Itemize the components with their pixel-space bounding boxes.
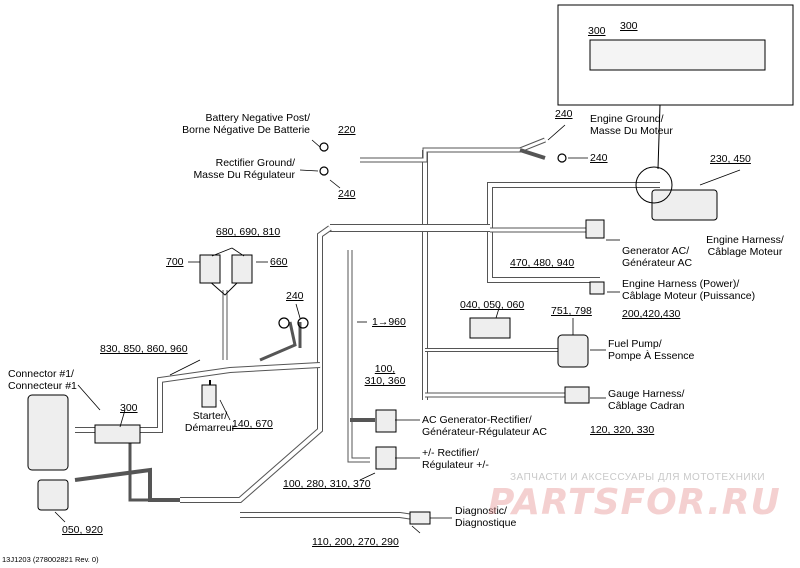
ref-680-690-810: 680, 690, 810 — [216, 226, 281, 238]
document-code: 13J1203 (278002821 Rev. 0) — [2, 555, 99, 564]
ref-240-rectifier: 240 — [338, 188, 356, 200]
ref-230-450: 230, 450 — [710, 153, 751, 165]
label-gauge-harness: Gauge Harness/Câblage Cadran — [608, 388, 685, 412]
ref-140-670: 140, 670 — [232, 418, 273, 430]
ref-040-050-060: 040, 050, 060 — [460, 299, 525, 311]
label-engine-harness: Engine Harness/Câblage Moteur — [706, 234, 784, 258]
label-engine-harness-power: Engine Harness (Power)/Câblage Moteur (P… — [622, 278, 756, 302]
label-battery-negative: Battery Negative Post/Borne Négative De … — [182, 112, 310, 136]
ref-470-480-940: 470, 480, 940 — [510, 257, 575, 269]
label-diagnostic: Diagnostic/Diagnostique — [455, 505, 517, 529]
label-connector-1: Connector #1/Connecteur #1 — [8, 368, 77, 392]
label-generator-ac: Generator AC/Générateur AC — [622, 245, 693, 269]
ref-120-320-330: 120, 320, 330 — [590, 424, 655, 436]
ref-700: 700 — [166, 256, 184, 268]
ref-660: 660 — [270, 256, 288, 268]
ref-100-310-360: 100,310, 360 — [364, 363, 406, 387]
ref-830-850-860-960: 830, 850, 860, 960 — [100, 343, 188, 355]
ref-240-engine-ground-1: 240 — [555, 108, 573, 120]
label-rectifier-ground: Rectifier Ground/Masse Du Régulateur — [193, 157, 295, 181]
watermark-tagline: ЗАПЧАСТИ И АКСЕССУАРЫ ДЛЯ МОТОТЕХНИКИ — [510, 472, 766, 483]
ref-1-960: 1→960 — [372, 316, 406, 328]
ref-240-mid: 240 — [286, 290, 304, 302]
ref-240-engine-ground-2: 240 — [590, 152, 608, 164]
ref-200-420-430: 200,420,430 — [622, 308, 681, 320]
watermark-logo: PARTSFOR.RU — [488, 482, 781, 523]
ref-751-798: 751, 798 — [551, 305, 592, 317]
label-engine-ground: Engine Ground/Masse Du Moteur — [590, 113, 673, 137]
label-starter: Starter/Démarreur — [184, 410, 236, 434]
ref-110-200-270-290: 110, 200, 270, 290 — [312, 536, 399, 548]
label-ac-generator-rectifier: AC Generator-Rectifier/Générateur-Régula… — [422, 414, 547, 438]
ref-220: 220 — [338, 124, 356, 136]
ref-100-280-310-370: 100, 280, 310, 370 — [283, 478, 371, 490]
label-rectifier-pm: +/- Rectifier/Régulateur +/- — [422, 447, 489, 471]
ref-300-connector: 300 — [120, 402, 138, 414]
ref-300-b: 300 — [620, 20, 638, 32]
ref-050-920: 050, 920 — [62, 524, 103, 536]
label-fuel-pump: Fuel Pump/Pompe À Essence — [608, 338, 695, 362]
ref-300-a: 300 — [588, 25, 606, 37]
